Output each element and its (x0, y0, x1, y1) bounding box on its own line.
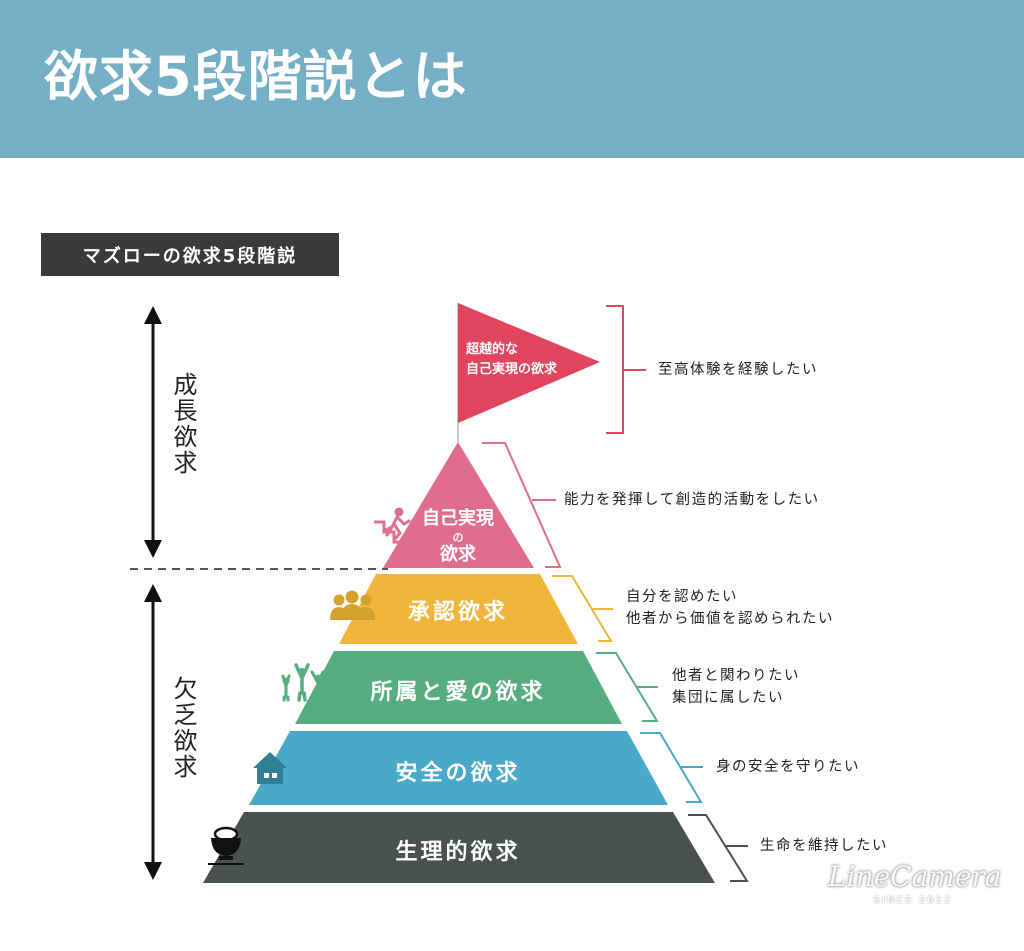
desc-safety: 身の安全を守りたい (716, 759, 860, 775)
bracket-transcendence (606, 305, 646, 434)
flag-shape (458, 303, 600, 423)
tier-physiological (203, 812, 715, 883)
linecamera-watermark: LineCamera SINCE 2012 (828, 860, 1002, 930)
subtitle-label: マズローの欲求5段階説 (41, 233, 339, 276)
deficiency-needs-label: 欠乏欲求 (169, 676, 197, 780)
bracket-safety (640, 732, 703, 803)
desc-physiological: 生命を維持したい (760, 838, 888, 854)
self-actualization-line3: 欲求 (440, 544, 476, 566)
page-title: 欲求5段階説とは (44, 45, 468, 108)
header-banner: 欲求5段階説とは (0, 0, 1024, 158)
desc-esteem-1: 自分を認めたい (626, 589, 738, 605)
tier-safety (249, 731, 668, 805)
climber-icon (374, 507, 411, 544)
self-actualization-line2: の (452, 530, 464, 544)
self-actualization-line1: 自己実現 (422, 508, 494, 529)
self-actualization-label: 自己実現 の 欲求 (408, 508, 508, 567)
physiological-label: 生理的欲求 (395, 840, 521, 865)
desc-belonging-2: 集団に属したい (672, 690, 784, 706)
desc-esteem-2: 他者から価値を認められたい (626, 611, 834, 627)
growth-needs-label: 成長欲求 (169, 372, 197, 476)
flag-label-line1: 超越的な (466, 342, 519, 357)
watermark-main-text: LineCamera (828, 860, 1002, 893)
deficiency-arrow (144, 584, 162, 880)
flag-label-line2: 自己実現の欲求 (466, 362, 558, 377)
tier-self-actualization (383, 442, 534, 568)
growth-arrow (144, 306, 162, 558)
safety-label: 安全の欲求 (395, 761, 521, 786)
esteem-label: 承認欲求 (407, 600, 508, 625)
belonging-label: 所属と愛の欲求 (370, 680, 546, 705)
desc-self-actualization: 能力を発揮して創造的活動をしたい (564, 492, 820, 508)
people-group-icon (330, 590, 375, 620)
bracket-esteem (552, 575, 613, 642)
desc-belonging-1: 他者と関わりたい (672, 668, 800, 684)
tier-esteem (339, 574, 578, 644)
rice-bowl-icon (208, 826, 244, 865)
people-cheering-icon (281, 663, 325, 702)
desc-transcendence: 至高体験を経験したい (658, 362, 818, 378)
bracket-belonging (596, 652, 659, 722)
house-icon (253, 752, 287, 784)
tier-belonging (295, 651, 622, 724)
bracket-self-actualization (482, 442, 562, 568)
bracket-physiological (688, 814, 749, 882)
watermark-sub-text: SINCE 2012 (873, 895, 953, 906)
